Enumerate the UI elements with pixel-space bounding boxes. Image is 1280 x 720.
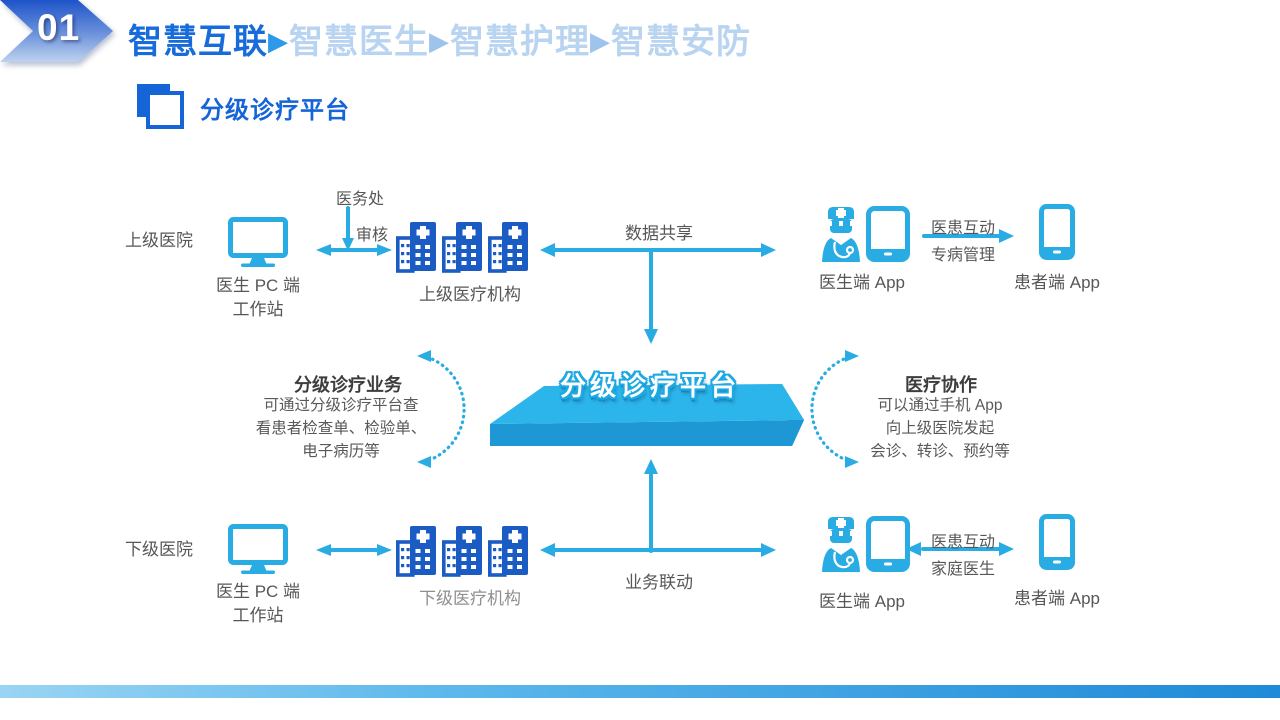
workstation-line: 工作站	[232, 606, 284, 625]
right-block-line: 可以通过手机 App	[877, 397, 1003, 414]
left-block-line: 看患者检查单、检验单、	[255, 420, 427, 437]
lower-workstation-label: 医生 PC 端 工作站	[216, 580, 300, 628]
hospital-buildings-icon	[396, 524, 530, 577]
family-doctor-label: 家庭医生	[930, 561, 996, 578]
arrowhead-icon	[644, 329, 658, 344]
tablet-icon	[866, 516, 910, 572]
left-block-line: 电子病历等	[302, 443, 380, 460]
arrowhead-icon	[761, 243, 776, 257]
lower-interact-label: 医患互动	[930, 534, 996, 551]
dept-label: 医务处	[335, 191, 385, 208]
arrowhead-icon	[316, 544, 331, 556]
doctor-icon	[822, 517, 860, 572]
lower-doctor-app-label: 医生端 App	[819, 592, 905, 611]
title-item: 智慧护理	[450, 23, 590, 61]
data-share-label: 数据共享	[625, 224, 693, 243]
left-block-line: 可通过分级诊疗平台查	[263, 397, 419, 414]
monitor-icon	[228, 217, 288, 267]
title-active-item: 智慧互联	[128, 23, 268, 61]
arrowhead-icon	[342, 238, 354, 251]
platform-label: 分级诊疗平台	[559, 371, 741, 401]
diagram-subtitle: 分级诊疗平台	[200, 97, 350, 124]
lower-hospital-label: 下级医院	[125, 540, 193, 559]
tablet-icon	[866, 206, 910, 262]
upper-org-label: 上级医疗机构	[419, 285, 521, 304]
workstation-line: 医生 PC 端	[215, 276, 301, 295]
dotted-arc-right	[810, 355, 851, 463]
triangle-separator-icon: ▶	[268, 26, 289, 56]
manage-label: 专病管理	[930, 247, 996, 264]
page-title: 智慧互联▶智慧医生▶智慧护理▶智慧安防	[128, 14, 751, 63]
review-label: 审核	[356, 227, 389, 244]
section-number: 01	[37, 7, 81, 48]
workstation-line: 医生 PC 端	[215, 582, 301, 601]
arrowhead-icon	[761, 543, 776, 557]
workstation-line: 工作站	[232, 300, 284, 319]
right-block-body: 可以通过手机 App 向上级医院发起 会诊、转诊、预约等	[870, 394, 1010, 463]
arrowhead-icon	[999, 229, 1014, 243]
arrowhead-icon	[845, 350, 859, 362]
phone-icon	[1039, 514, 1075, 570]
arrowhead-icon	[644, 459, 658, 474]
arrowhead-icon	[540, 243, 555, 257]
triangle-separator-icon: ▶	[590, 26, 611, 56]
subtitle-square-outline-icon	[146, 91, 184, 129]
left-block-title: 分级诊疗业务	[294, 375, 402, 395]
dotted-arc-left	[425, 355, 466, 463]
arrowhead-icon	[540, 543, 555, 557]
upper-hospital-label: 上级医院	[125, 231, 193, 250]
doctor-icon	[822, 207, 860, 262]
upper-patient-app-label: 患者端 App	[1014, 273, 1100, 292]
arrowhead-icon	[377, 544, 392, 556]
title-item: 智慧医生	[289, 23, 429, 61]
business-linkage-label: 业务联动	[625, 573, 693, 592]
phone-icon	[1039, 204, 1075, 260]
right-block-title: 医疗协作	[905, 375, 977, 395]
triangle-separator-icon: ▶	[429, 26, 450, 56]
title-item: 智慧安防	[611, 23, 751, 61]
arrowhead-icon	[845, 456, 859, 468]
footer-accent-bar	[0, 685, 1280, 698]
upper-workstation-label: 医生 PC 端 工作站	[216, 274, 300, 322]
hospital-buildings-icon	[396, 220, 530, 273]
platform-3d-icon	[490, 384, 804, 446]
arrowhead-icon	[377, 244, 392, 256]
monitor-icon	[228, 524, 288, 574]
right-block-line: 向上级医院发起	[885, 420, 995, 437]
lower-org-label: 下级医疗机构	[419, 589, 521, 608]
upper-doctor-app-label: 医生端 App	[819, 273, 905, 292]
section-number-badge: 01	[0, 0, 116, 64]
right-block-line: 会诊、转诊、预约等	[870, 443, 1010, 460]
lower-patient-app-label: 患者端 App	[1014, 589, 1100, 608]
arrowhead-icon	[999, 542, 1014, 556]
arrowhead-icon	[417, 350, 431, 362]
left-block-body: 可通过分级诊疗平台查 看患者检查单、检验单、 电子病历等	[256, 394, 427, 463]
arrowhead-icon	[316, 244, 331, 256]
upper-interact-label: 医患互动	[930, 220, 996, 237]
